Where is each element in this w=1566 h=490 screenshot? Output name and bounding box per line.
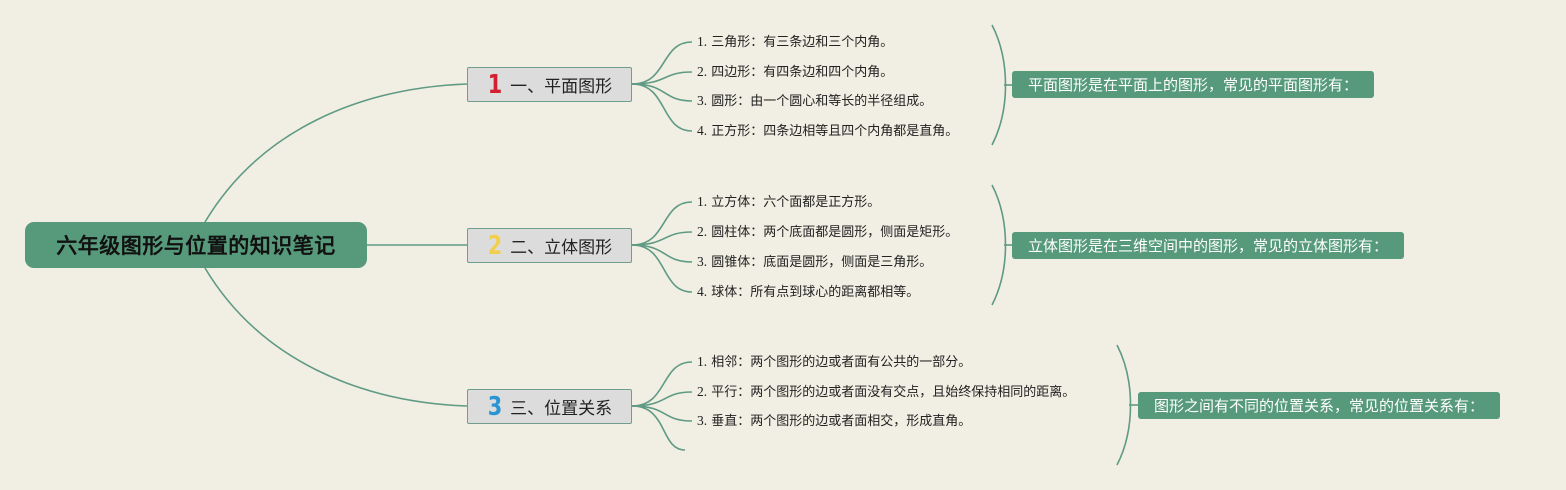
connector-b3-i2 bbox=[631, 391, 693, 407]
summary-plane-shapes[interactable]: 平面图形是在平面上的图形，常见的平面图形有： bbox=[1012, 71, 1375, 98]
connector-b1-i4 bbox=[631, 83, 693, 132]
branch-solid-shapes[interactable]: 2 二、立体图形 bbox=[467, 228, 632, 263]
list-item: 1. 立方体：六个面都是正方形。 bbox=[697, 194, 881, 210]
list-item: 2. 平行：两个图形的边或者面没有交点，且始终保持相同的距离。 bbox=[697, 384, 1076, 400]
list-item: 1. 三角形：有三条边和三个内角。 bbox=[697, 34, 894, 50]
branch-label: 一、平面图形 bbox=[510, 77, 613, 97]
root-title: 六年级图形与位置的知识笔记 bbox=[56, 234, 336, 258]
list-item: 3. 圆锥体：底面是圆形，侧面是三角形。 bbox=[697, 254, 933, 270]
summary-position-relations[interactable]: 图形之间有不同的位置关系，常见的位置关系有： bbox=[1138, 392, 1501, 419]
list-item: 1. 相邻：两个图形的边或者面有公共的一部分。 bbox=[697, 354, 972, 370]
connector-b2-i2 bbox=[631, 231, 693, 246]
list-item: 4. 正方形：四条边相等且四个内角都是直角。 bbox=[697, 123, 959, 139]
list-item: 3. 垂直：两个图形的边或者面相交，形成直角。 bbox=[697, 413, 972, 429]
summary-bracket-3 bbox=[1116, 344, 1132, 466]
connector-b3-i4 bbox=[631, 405, 686, 451]
branch-label: 二、立体图形 bbox=[510, 238, 613, 258]
summary-solid-shapes[interactable]: 立体图形是在三维空间中的图形，常见的立体图形有： bbox=[1012, 232, 1405, 259]
connector-b2-i1 bbox=[631, 201, 693, 246]
list-item: 4. 球体：所有点到球心的距离都相等。 bbox=[697, 284, 920, 300]
number-badge-1: 1 bbox=[487, 69, 503, 100]
list-item: 2. 四边形：有四条边和四个内角。 bbox=[697, 64, 894, 80]
branch-plane-shapes[interactable]: 1 一、平面图形 bbox=[467, 67, 632, 102]
branch-label: 三、位置关系 bbox=[510, 399, 613, 419]
root-node[interactable]: 六年级图形与位置的知识笔记 bbox=[25, 222, 367, 268]
number-badge-2: 2 bbox=[487, 230, 503, 261]
list-item: 3. 圆形：由一个圆心和等长的半径组成。 bbox=[697, 93, 933, 109]
connector-b2-i3 bbox=[631, 244, 693, 263]
connector-b1-i1 bbox=[631, 41, 693, 85]
connector-b1-i3 bbox=[631, 83, 693, 102]
summary-bracket-2 bbox=[991, 184, 1007, 306]
number-badge-3: 3 bbox=[487, 391, 503, 422]
connector-root-branch-1 bbox=[204, 83, 468, 223]
connector-b3-i3 bbox=[631, 405, 693, 422]
connector-b3-i1 bbox=[631, 361, 693, 407]
branch-position-relations[interactable]: 3 三、位置关系 bbox=[467, 389, 632, 424]
list-item: 2. 圆柱体：两个底面都是圆形，侧面是矩形。 bbox=[697, 224, 959, 240]
connector-root-branch-3 bbox=[204, 267, 468, 407]
summary-bracket-1 bbox=[991, 24, 1007, 146]
connector-b2-i4 bbox=[631, 244, 693, 293]
